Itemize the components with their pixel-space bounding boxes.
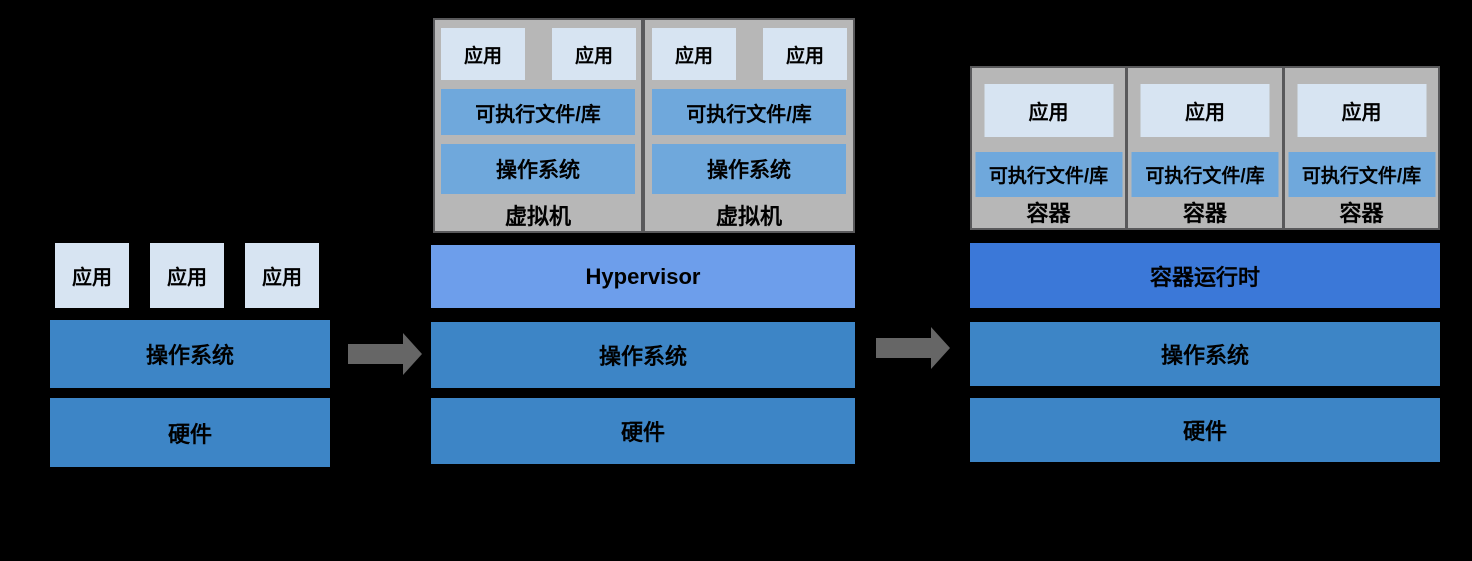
app-box: 应用	[1297, 84, 1426, 137]
vm-label: 虚拟机	[504, 204, 571, 229]
os-box: 操作系统	[50, 320, 330, 388]
container-runtime-box: 容器运行时	[970, 243, 1440, 308]
app-box: 应用	[984, 84, 1113, 137]
app-box: 应用	[441, 28, 525, 80]
executables-box: 可执行文件/库	[652, 89, 846, 135]
container-label: 容器	[1182, 201, 1227, 226]
os-box: 操作系统	[441, 144, 635, 194]
container-section: 应用 可执行文件/库 容器	[1285, 68, 1438, 228]
app-box: 应用	[552, 28, 636, 80]
divider	[1282, 68, 1285, 228]
vm-label: 虚拟机	[715, 204, 782, 229]
app-box: 应用	[55, 243, 129, 308]
os-box: 操作系统	[970, 322, 1440, 386]
hypervisor-box: Hypervisor	[431, 245, 855, 308]
app-box: 应用	[652, 28, 736, 80]
executables-box: 可执行文件/库	[441, 89, 635, 135]
app-box: 应用	[763, 28, 847, 80]
arrow-head	[931, 327, 950, 369]
arrow-head	[403, 333, 422, 375]
executables-box: 可执行文件/库	[1288, 152, 1435, 197]
container-label: 容器	[1339, 201, 1384, 226]
right-arrow-icon	[876, 327, 950, 369]
hardware-box: 硬件	[50, 398, 330, 467]
os-box: 操作系统	[431, 322, 855, 388]
executables-box: 可执行文件/库	[1131, 152, 1279, 197]
os-box: 操作系统	[652, 144, 846, 194]
right-arrow-icon	[348, 333, 422, 375]
vm-box: 应用 应用 可执行文件/库 操作系统 虚拟机	[643, 18, 855, 233]
arrow-shaft	[348, 344, 403, 364]
container-section: 应用 可执行文件/库 容器	[972, 68, 1125, 228]
app-box: 应用	[1140, 84, 1270, 137]
container-group-box: 应用 可执行文件/库 容器 应用 可执行文件/库 容器 应用 可执行文件/库 容…	[970, 66, 1440, 230]
container-section: 应用 可执行文件/库 容器	[1128, 68, 1282, 228]
arrow-shaft	[876, 338, 931, 358]
hardware-box: 硬件	[970, 398, 1440, 462]
container-label: 容器	[1026, 201, 1071, 226]
app-box: 应用	[150, 243, 224, 308]
hardware-box: 硬件	[431, 398, 855, 464]
divider	[1125, 68, 1128, 228]
executables-box: 可执行文件/库	[975, 152, 1122, 197]
vm-box: 应用 应用 可执行文件/库 操作系统 虚拟机	[433, 18, 643, 233]
app-box: 应用	[245, 243, 319, 308]
